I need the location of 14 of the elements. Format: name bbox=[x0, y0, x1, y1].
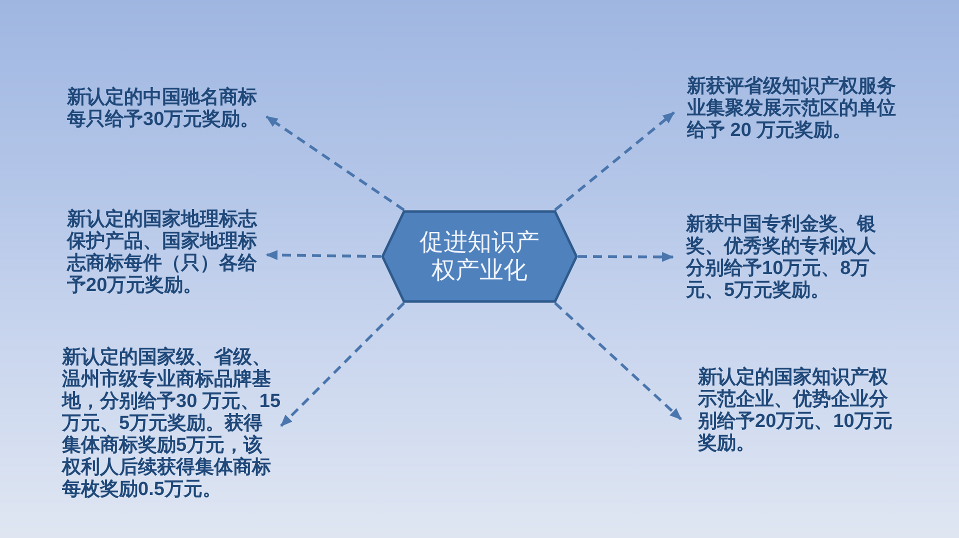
dashed-arrow bbox=[554, 111, 675, 212]
reward-description: 新获中国专利金奖、银奖、优秀奖的专利权人分别给予10万元、8万元、5万元奖励。 bbox=[673, 214, 892, 302]
dashed-arrow bbox=[266, 250, 382, 260]
reward-description: 新认定的国家级、省级、温州市级专业商标品牌基地，分别给予30 万元、15万元、5万元奖励。获得集体商标奖励5万元，该权利人后续获得集体商标每枚奖励0.5万元。 bbox=[62, 347, 282, 501]
hexagon-label: 促进知识产权产业化 bbox=[418, 228, 540, 284]
reward-description: 新认定的中国驰名商标每只给予30万元奖励。 bbox=[67, 87, 266, 131]
reward-description: 新认定的国家知识产权示范企业、优势企业分别给予20万元、10万元奖励。 bbox=[681, 367, 898, 455]
reward-description: 新获评省级知识产权服务业集聚发展示范区的单位给予 20 万元奖励。 bbox=[674, 76, 906, 142]
dashed-arrow bbox=[266, 115, 405, 212]
reward-description: 新认定的国家地理标志保护产品、国家地理标志商标每件（只）各给予20万元奖励。 bbox=[67, 209, 266, 297]
hexagon-node bbox=[381, 210, 578, 303]
dashed-arrow bbox=[554, 302, 682, 420]
dashed-arrow bbox=[280, 302, 405, 427]
dashed-arrow bbox=[578, 252, 674, 262]
